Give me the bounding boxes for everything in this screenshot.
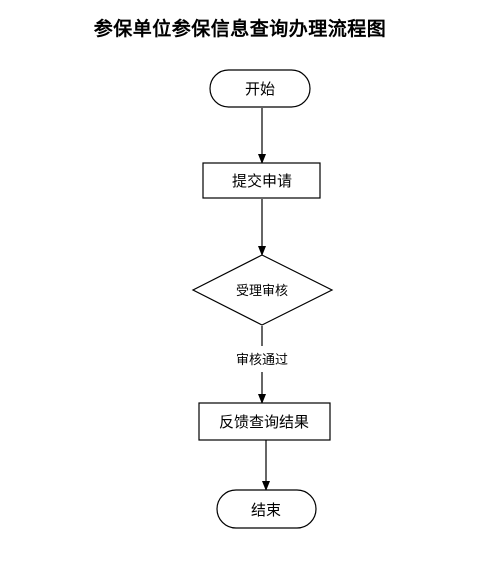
diagram-title: 参保单位参保信息查询办理流程图 — [93, 18, 387, 40]
feedback-label: 反馈查询结果 — [219, 413, 309, 431]
node-end: 结束 — [216, 489, 317, 529]
review-label: 受理审核 — [236, 284, 288, 299]
node-review: 受理审核 — [191, 254, 334, 326]
node-start: 开始 — [209, 69, 311, 108]
node-submit: 提交申请 — [202, 162, 321, 199]
start-label: 开始 — [245, 80, 275, 98]
submit-label: 提交申请 — [232, 172, 292, 190]
feedback-process-shape — [198, 402, 331, 441]
end-terminator-shape — [216, 489, 317, 529]
review-decision-shape — [191, 254, 334, 326]
node-feedback: 反馈查询结果 — [198, 402, 331, 441]
edge-label-approved: 审核通过 — [236, 353, 288, 368]
end-label: 结束 — [251, 501, 281, 519]
submit-process-shape — [202, 162, 321, 199]
start-terminator-shape — [209, 69, 311, 108]
